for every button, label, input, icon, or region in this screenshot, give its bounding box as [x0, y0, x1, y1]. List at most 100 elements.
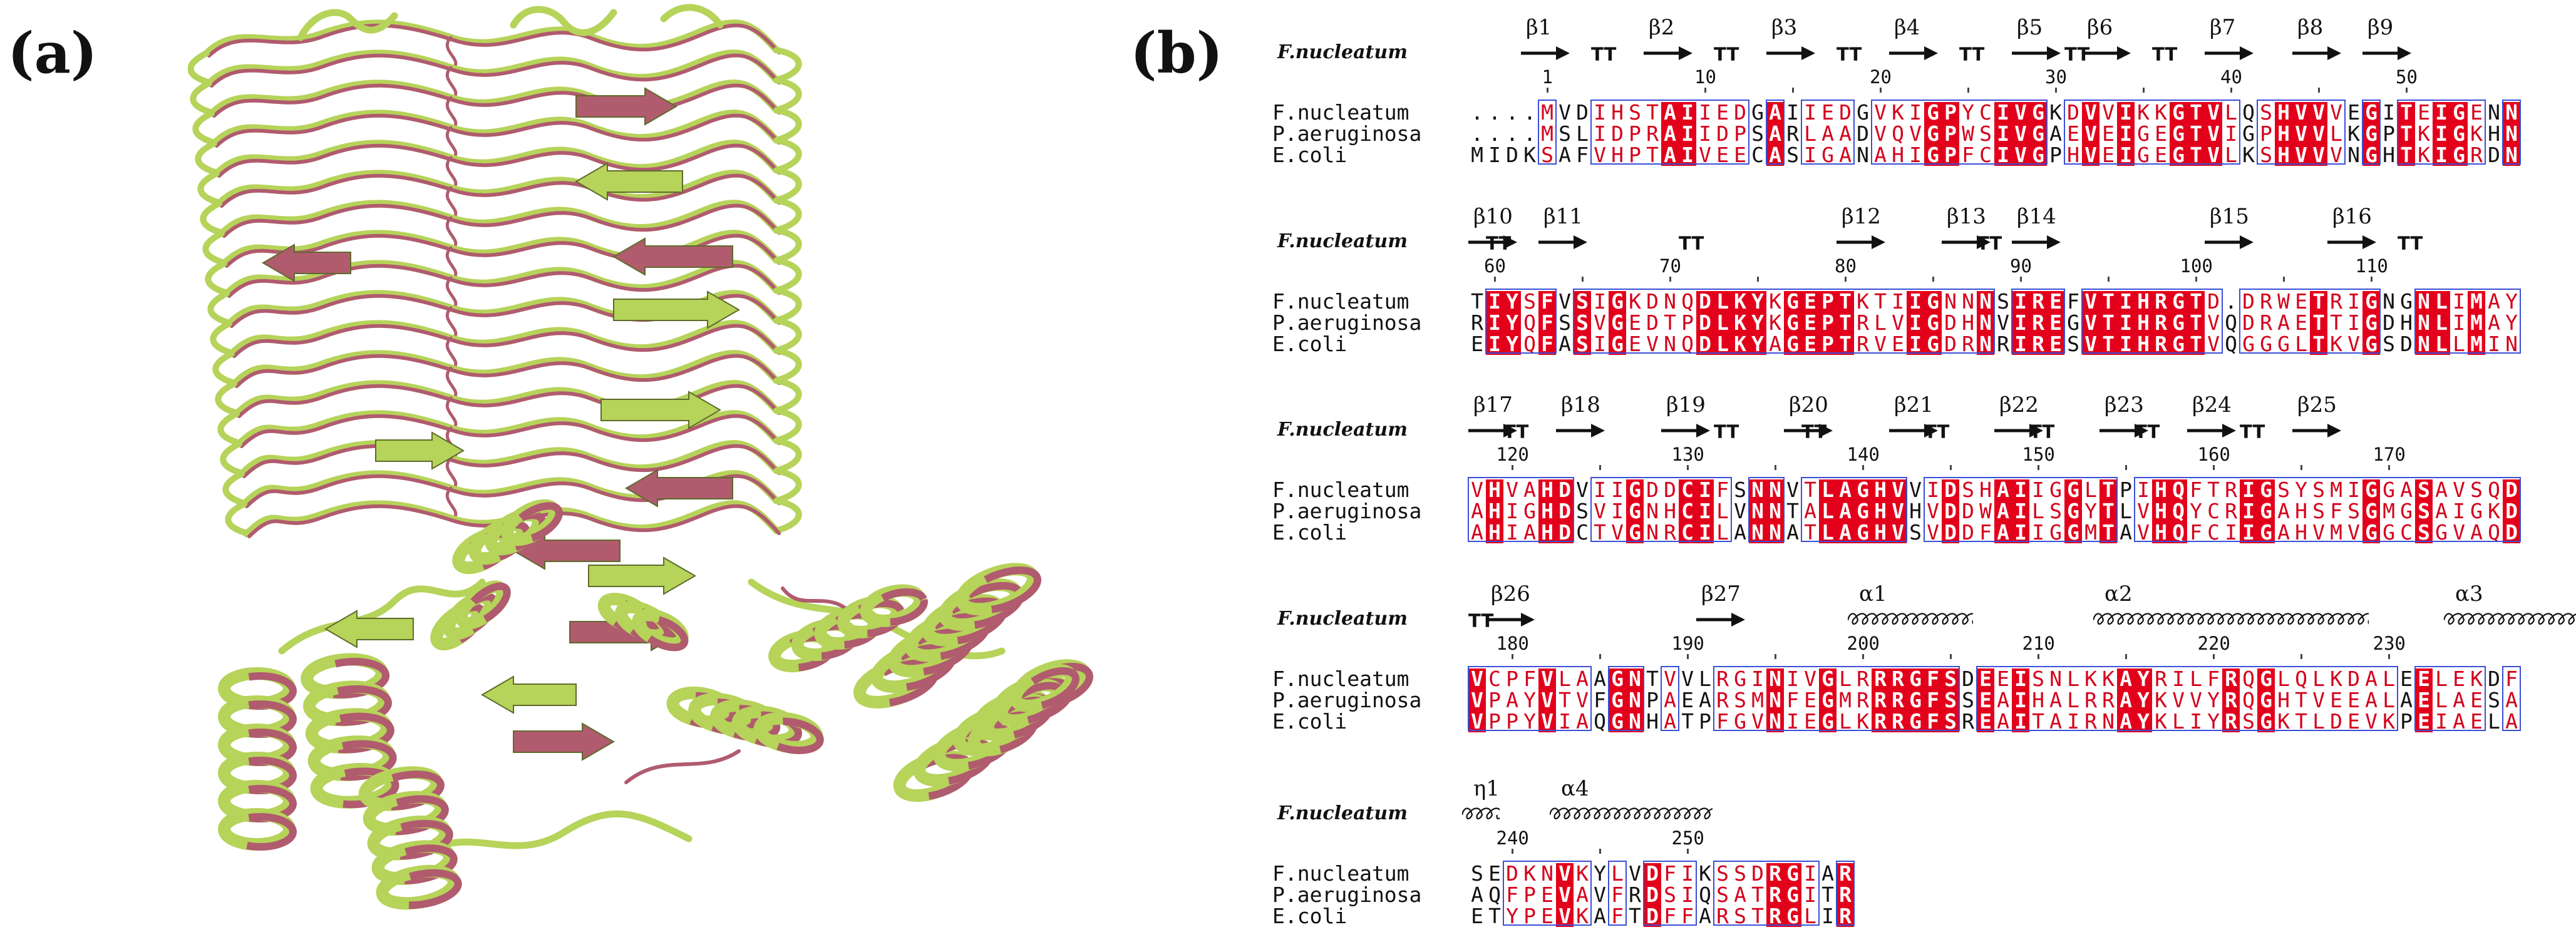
sequence-name: F.nucleatum — [1272, 289, 1409, 314]
alpha-helix — [452, 499, 563, 575]
tick-dot — [2371, 277, 2372, 282]
strand-label: β9 — [2367, 15, 2394, 40]
backbone-turn — [445, 246, 458, 280]
alpha-helix — [853, 563, 1042, 709]
tick-dot — [2406, 88, 2408, 93]
strand-arrow — [1521, 46, 1570, 60]
backbone-rung — [213, 140, 780, 177]
tick-dot — [1757, 277, 1759, 282]
backbone-turn — [445, 276, 458, 310]
backbone-turn — [190, 80, 217, 116]
strand-arrow — [2099, 424, 2148, 438]
sequence-name: F.nucleatum — [1272, 667, 1409, 691]
beta-strand — [512, 531, 621, 570]
strand-label: β17 — [1473, 392, 1513, 417]
strand-arrow — [1468, 424, 1517, 438]
alpha-helix — [430, 580, 511, 651]
tick-dot — [1599, 654, 1601, 659]
backbone-turn — [773, 137, 802, 173]
backbone-turn — [445, 186, 458, 220]
beta-strand — [481, 675, 577, 714]
tick-dot — [2195, 277, 2197, 282]
backbone-turn — [445, 156, 458, 190]
strand-label: β10 — [1473, 204, 1513, 229]
residue-number: 230 — [2372, 633, 2406, 654]
tick-dot — [1582, 277, 1584, 282]
backbone-turn — [445, 126, 458, 160]
tick-dot — [2143, 88, 2145, 93]
backbone-turn — [195, 140, 222, 177]
residue-number: 190 — [1671, 633, 1704, 654]
backbone-turn — [773, 317, 802, 354]
backbone-turn — [220, 441, 247, 477]
domain-loop — [781, 586, 853, 615]
beta-strand — [513, 722, 615, 761]
strand-arrow — [2012, 46, 2061, 60]
tick-dot — [2300, 465, 2302, 470]
residue-number: 250 — [1671, 827, 1704, 849]
backbone-turn — [773, 167, 802, 203]
backbone-rung — [242, 444, 781, 478]
residue-number: 220 — [2197, 633, 2230, 654]
backbone-turn — [773, 47, 802, 83]
strand-label: β4 — [1894, 15, 1920, 40]
strand-arrow — [1994, 424, 2043, 438]
top-loop — [510, 6, 617, 36]
backbone-rung — [218, 200, 780, 237]
strand-arrow — [1661, 424, 1710, 438]
residue-number: 160 — [2197, 444, 2230, 465]
backbone-turn — [445, 36, 458, 69]
turn-mark: TT — [1714, 421, 1739, 443]
backbone-turn — [445, 456, 458, 490]
helix-label: α4 — [1561, 776, 1589, 801]
backbone-turn — [445, 366, 458, 400]
residue-number: 130 — [1671, 444, 1704, 465]
turn-mark: TT — [1679, 233, 1704, 254]
strand-arrow — [1486, 613, 1535, 627]
strand-arrow — [2205, 235, 2254, 249]
strand-arrow — [1556, 424, 1605, 438]
sequence-name: E.coli — [1272, 904, 1347, 928]
strand-label: β21 — [1894, 392, 1934, 417]
sequence-name: P.aeruginosa — [1272, 310, 1422, 335]
tick-dot — [1512, 465, 1513, 470]
strand-label: β19 — [1666, 392, 1706, 417]
turn-mark: TT — [1924, 421, 1950, 443]
strand-arrow — [2327, 235, 2376, 249]
turn-mark: TT — [1837, 44, 1862, 65]
tick-dot — [2230, 88, 2232, 93]
strand-arrow — [1468, 235, 1517, 249]
backbone-rung — [235, 410, 780, 448]
tick-dot — [1950, 465, 1952, 470]
tick-dot — [2213, 465, 2215, 470]
turn-mark: TT — [2398, 233, 2423, 254]
beta-strand — [575, 162, 683, 201]
backbone-turn — [773, 107, 802, 143]
strand-label: β8 — [2297, 15, 2324, 40]
backbone-turn — [773, 197, 802, 233]
sequence-name: F.nucleatum — [1272, 861, 1409, 886]
strand-arrow — [1784, 424, 1833, 438]
helix-label: α2 — [2105, 581, 2133, 607]
residue-number: 210 — [2022, 633, 2055, 654]
tick-dot — [2213, 654, 2215, 659]
beta-strand — [575, 87, 677, 126]
domain-loop — [422, 810, 693, 855]
residue-number: 180 — [1496, 633, 1529, 654]
residue-number: 240 — [1496, 827, 1529, 849]
backbone-turn — [445, 396, 458, 430]
strand-arrow — [2205, 46, 2254, 60]
backbone-rung — [220, 230, 780, 267]
residue-number: 20 — [1870, 66, 1892, 88]
tick-dot — [2283, 277, 2285, 282]
residue-number: 200 — [1847, 633, 1880, 654]
alpha-helix — [967, 663, 1079, 757]
alpha-helix — [768, 584, 928, 673]
strand-label: β24 — [2192, 392, 2232, 417]
strand-arrow — [2187, 424, 2236, 438]
strand-arrow — [2362, 46, 2411, 60]
